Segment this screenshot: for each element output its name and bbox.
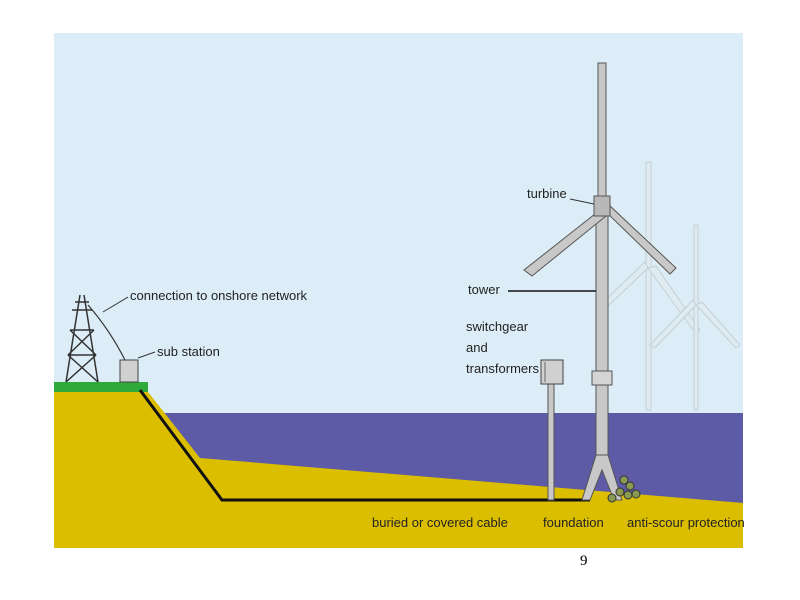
label-tower: tower	[468, 282, 500, 297]
label-switchgear-3: transformers	[466, 361, 539, 376]
onshore-pylon	[65, 294, 99, 383]
seabed	[54, 392, 743, 548]
connection-leader	[102, 296, 129, 313]
turbine-leader	[569, 198, 595, 205]
switchgear-transformer	[540, 359, 564, 501]
anti-scour-rocks	[607, 475, 641, 503]
page-number: 9	[580, 553, 588, 569]
label-foundation: foundation	[543, 515, 604, 530]
label-substation: sub station	[157, 344, 220, 359]
connection-line	[87, 304, 127, 363]
shore-grass	[54, 382, 148, 392]
substation-box	[119, 359, 139, 383]
main-turbine	[523, 62, 677, 501]
label-cable: buried or covered cable	[372, 515, 508, 530]
buried-cable	[138, 389, 590, 502]
substation-leader	[137, 351, 156, 359]
label-switchgear-2: and	[466, 340, 488, 355]
label-switchgear-1: switchgear	[466, 319, 529, 334]
label-turbine: turbine	[527, 186, 567, 201]
label-connection: connection to onshore network	[130, 288, 308, 303]
background-turbines	[599, 161, 741, 411]
label-scour: anti-scour protection	[627, 515, 745, 530]
